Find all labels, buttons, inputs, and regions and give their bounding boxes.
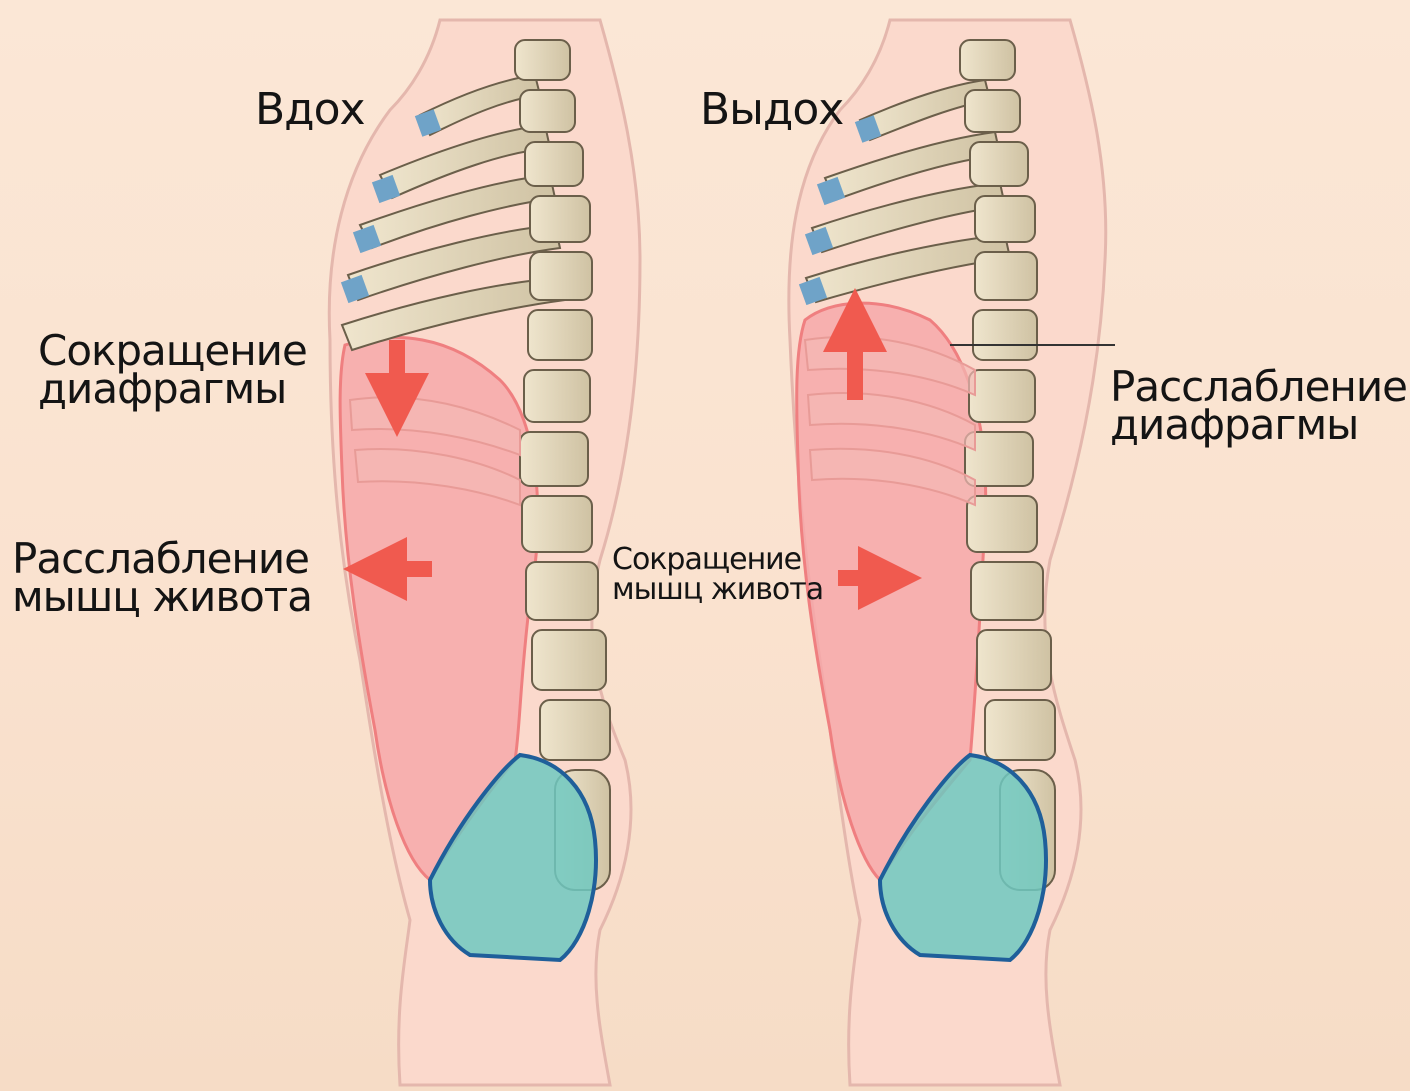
abdominal-relaxation-label: Расслабление мышц живота [12, 540, 312, 616]
exhale-figure [789, 20, 1115, 1085]
diaphragm-contraction-label: Сокращение диафрагмы [38, 332, 307, 408]
diaphragm-relaxation-line-2: диафрагмы [1110, 406, 1407, 444]
abdominal-relaxation-line-2: мышц живота [12, 578, 312, 616]
diaphragm-contraction-line-2: диафрагмы [38, 370, 307, 408]
diaphragm-relaxation-label: Расслабление диафрагмы [1110, 368, 1407, 444]
inhale-figure [329, 20, 640, 1085]
abdominal-contraction-label: Сокращение мышц живота [612, 545, 823, 605]
exhale-title: Выдох [700, 84, 843, 135]
inhale-title: Вдох [255, 84, 365, 135]
abdominal-contraction-line-1: Сокращение [612, 545, 823, 575]
exhale-lower-ribs [805, 337, 975, 505]
abdominal-contraction-line-2: мышц живота [612, 575, 823, 605]
